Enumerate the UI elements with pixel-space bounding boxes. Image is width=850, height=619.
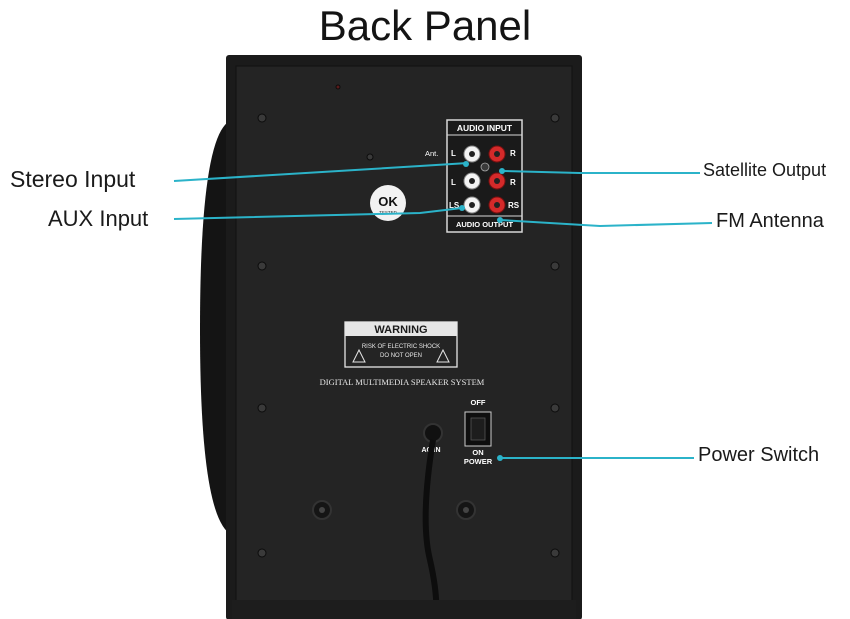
switch-on-label: ON <box>472 448 483 457</box>
product-name: DIGITAL MULTIMEDIA SPEAKER SYSTEM <box>320 377 485 387</box>
warning-line-1: RISK OF ELECTRIC SHOCK <box>362 344 440 350</box>
callout-stereo-input: Stereo Input <box>10 166 136 192</box>
ac-cord-grommet <box>423 423 443 443</box>
screw <box>257 261 267 271</box>
audio-jack-panel <box>446 119 523 233</box>
screw <box>550 548 560 558</box>
cabinet-side-profile <box>200 120 232 535</box>
screw <box>257 548 267 558</box>
warning-line-2: DO NOT OPEN <box>380 353 422 359</box>
ok-tested-sticker <box>370 185 406 221</box>
bolts <box>312 500 476 520</box>
jack-label-rs: RS <box>508 201 520 210</box>
callout-dots <box>459 161 505 461</box>
ok-badge-subtext: TESTED <box>379 210 398 215</box>
callout-satellite-output: Satellite Output <box>703 160 827 180</box>
screw <box>257 403 267 413</box>
callout-line-aux <box>173 207 463 220</box>
antenna-connector <box>480 162 490 172</box>
callout-fm-antenna: FM Antenna <box>716 210 824 232</box>
audio-output-label: AUDIO OUTPUT <box>456 220 514 229</box>
callout-lines <box>173 162 713 459</box>
cabinet-base <box>232 600 576 619</box>
rca-jacks <box>463 145 506 214</box>
callout-line-stereo <box>173 162 469 182</box>
jack-label-r1: R <box>510 149 516 158</box>
callout-power-switch: Power Switch <box>698 444 820 466</box>
power-cord <box>422 439 440 619</box>
warning-title: WARNING <box>374 324 427 336</box>
screw <box>550 403 560 413</box>
screw <box>257 113 267 123</box>
callout-line-fm <box>499 219 713 228</box>
switch-power-label: POWER <box>464 457 493 466</box>
callout-line-satellite <box>501 170 700 174</box>
screw <box>550 113 560 123</box>
ok-badge-text: OK <box>378 194 398 209</box>
screw <box>550 261 560 271</box>
indicator-dot <box>335 84 341 90</box>
screws <box>257 84 560 558</box>
callout-aux-input: AUX Input <box>48 206 149 231</box>
screw <box>366 153 374 161</box>
switch-off-label: OFF <box>471 398 486 407</box>
audio-input-label: AUDIO INPUT <box>457 123 513 133</box>
jack-label-r2: R <box>510 178 516 187</box>
jack-label-l1: L <box>451 149 456 158</box>
jack-label-ls: LS <box>449 201 460 210</box>
antenna-label: Ant. <box>425 149 438 158</box>
warning-label: WARNING RISK OF ELECTRIC SHOCK DO NOT OP… <box>344 321 458 368</box>
jack-label-l2: L <box>451 178 456 187</box>
diagram-title: Back Panel <box>318 2 532 49</box>
